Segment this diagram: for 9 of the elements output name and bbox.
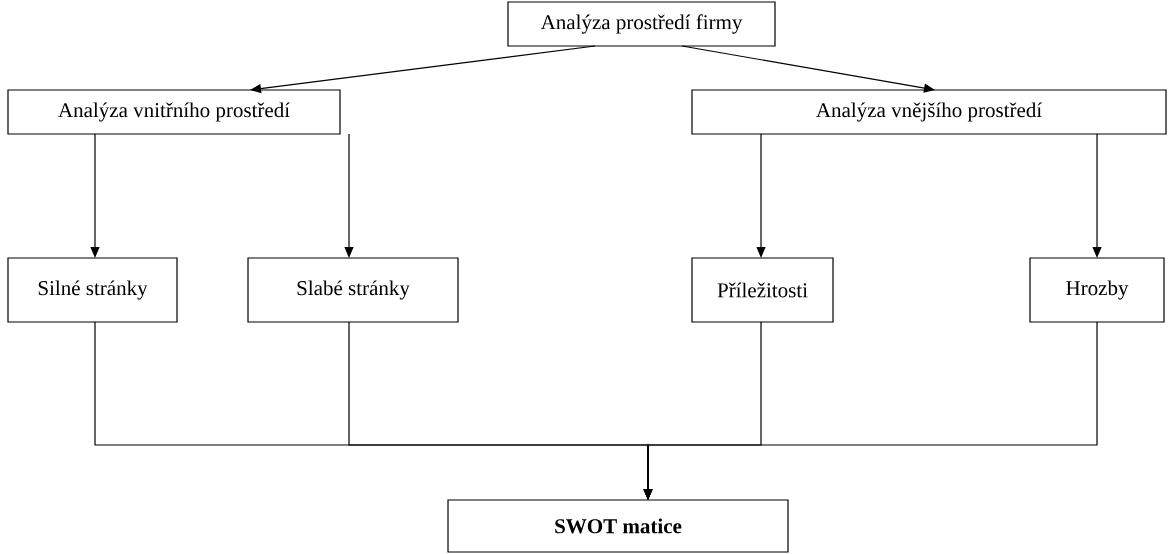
- process-box: Slabé stránky: [247, 257, 459, 323]
- process-box: Hrozby: [1029, 257, 1165, 323]
- process-box: Analýza vnějšího prostředí: [691, 89, 1167, 135]
- process-box: Silné stránky: [7, 257, 178, 323]
- process-box: Příležitosti: [691, 257, 834, 323]
- process-box: Analýza vnitřního prostředí: [7, 89, 341, 135]
- result-box: SWOT matice: [447, 499, 789, 553]
- arrow: [681, 45, 935, 93]
- process-box: Analýza prostředí firmy: [507, 1, 776, 47]
